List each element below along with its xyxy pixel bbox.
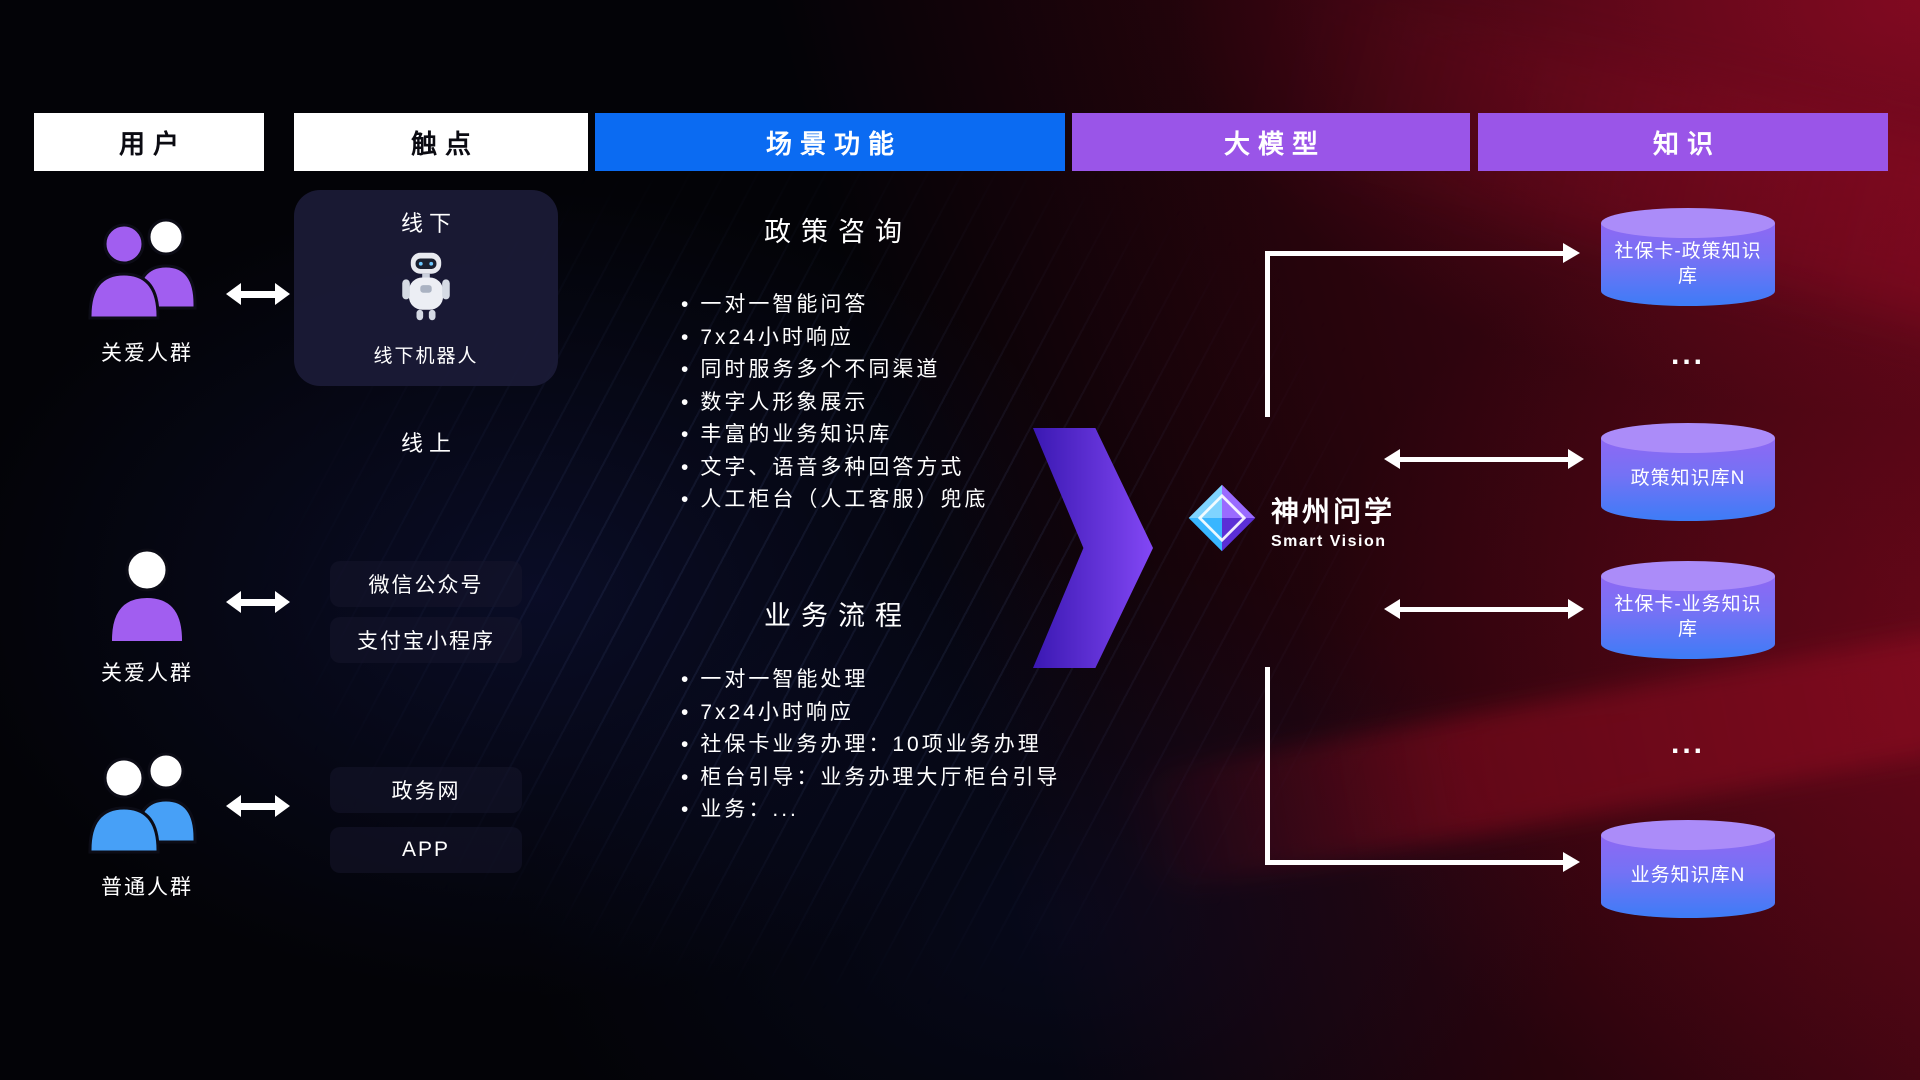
column-header-users: 用户 [34,113,264,171]
ellipsis-more: ... [1670,338,1705,371]
business-feature-list: 一对一智能处理 7x24小时响应 社保卡业务办理：10项业务办理 柜台引导：业务… [681,664,1060,827]
touchpoint-gov-web: 政务网 [330,767,522,813]
column-header-knowledge: 知识 [1478,113,1888,171]
person-icon [107,548,187,648]
knowledge-db-label: 社保卡-政策知识库 [1614,240,1762,287]
list-item: 7x24小时响应 [681,697,1060,730]
group-people-icon [82,218,212,328]
user-label: 关爱人群 [101,662,193,685]
arrowhead-right-icon [1563,243,1580,263]
column-header-scene-functions: 场景功能 [595,113,1065,171]
knowledge-db-label: 社保卡-业务知识库 [1614,593,1762,640]
knowledge-db-business-ssc: 社保卡-业务知识库 [1601,561,1775,659]
bidirectional-arrow-icon [226,283,290,305]
column-header-large-model: 大模型 [1072,113,1470,171]
background-red-swoosh-bottom [1116,624,1920,896]
bidirectional-arrow-icon [226,795,290,817]
section-title-policy-consult: 政策咨询 [764,217,912,247]
flow-arrow-icon [1033,428,1153,668]
knowledge-db-label: 业务知识库N [1630,865,1746,887]
user-group-care-1: 关爱人群 [62,212,232,367]
column-header-touchpoints: 触点 [294,113,588,171]
list-item: 同时服务多个不同渠道 [681,354,988,387]
model-subtitle: Smart Vision [1271,533,1387,550]
touchpoint-app: APP [330,827,522,873]
list-item: 社保卡业务办理：10项业务办理 [681,729,1060,762]
offline-title: 线下 [400,211,457,236]
knowledge-db-policy-n: 政策知识库N [1601,423,1775,521]
list-item: 7x24小时响应 [681,322,988,355]
list-item: 柜台引导：业务办理大厅柜台引导 [681,762,1060,795]
list-item: 人工柜台（人工客服）兜底 [681,484,988,517]
offline-device-label: 线下机器人 [373,346,479,367]
user-label: 普通人群 [101,876,193,899]
online-title: 线上 [400,431,457,456]
bidirectional-arrow-icon [226,591,290,613]
connector-line [1265,251,1270,417]
user-group-general: 普通人群 [62,746,232,901]
connector-line [1265,667,1270,865]
list-item: 一对一智能处理 [681,664,1060,697]
bidirectional-arrow-icon [1384,598,1584,620]
arrowhead-right-icon [1563,852,1580,872]
user-group-care-2: 关爱人群 [62,548,232,687]
section-title-business-process: 业务流程 [764,601,912,631]
model-name: 神州问学 [1271,496,1396,527]
diamond-logo-icon [1185,481,1259,560]
knowledge-db-label: 政策知识库N [1630,468,1746,490]
list-item: 一对一智能问答 [681,289,988,322]
knowledge-db-policy-ssc: 社保卡-政策知识库 [1601,208,1775,306]
list-item: 数字人形象展示 [681,387,988,420]
bidirectional-arrow-icon [1384,448,1584,470]
list-item: 文字、语音多种回答方式 [681,452,988,485]
knowledge-db-business-n: 业务知识库N [1601,820,1775,918]
list-item: 丰富的业务知识库 [681,419,988,452]
offline-touchpoint-card: 线下 线下机器人 [294,190,558,386]
touchpoint-alipay-miniapp: 支付宝小程序 [330,617,522,663]
connector-line [1265,860,1565,865]
connector-line [1265,251,1565,256]
model-logo: 神州问学 Smart Vision [1185,481,1395,560]
ellipsis-more: ... [1670,727,1705,760]
touchpoint-wechat: 微信公众号 [330,561,522,607]
list-item: 业务：... [681,794,1060,827]
group-people-icon [82,752,212,862]
robot-icon [397,249,455,330]
user-label: 关爱人群 [101,342,193,365]
policy-feature-list: 一对一智能问答 7x24小时响应 同时服务多个不同渠道 数字人形象展示 丰富的业… [681,289,988,517]
